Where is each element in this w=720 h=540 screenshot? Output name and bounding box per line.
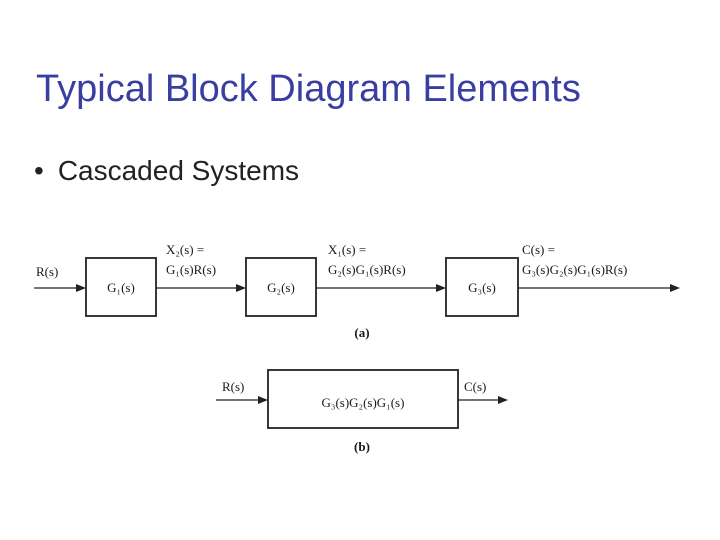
arrowhead-icon (258, 396, 268, 404)
diagram-b-caption: (b) (354, 439, 370, 454)
diagram-a-caption: (a) (354, 325, 369, 340)
arrowhead-icon (498, 396, 508, 404)
diagram-a-signal-3-line2: G₃(s)G₂(s)G₁(s)R(s) (522, 262, 627, 277)
bullet-dot-icon: • (34, 155, 44, 186)
diagram-a-block-2-label: G₂(s) (267, 280, 295, 295)
diagram-a-input-label: R(s) (36, 264, 58, 279)
diagram-a-block-3-label: G₃(s) (468, 280, 496, 295)
diagram-b-input-label: R(s) (222, 379, 244, 394)
diagram-b-output-label: C(s) (464, 379, 486, 394)
arrowhead-icon (76, 284, 86, 292)
diagram-a-signal-1-line2: G₁(s)R(s) (166, 262, 216, 277)
diagram-a-signal-1-line1: X₂(s) = (166, 242, 204, 257)
diagram-a-block-1-label: G₁(s) (107, 280, 135, 295)
diagram-b-block-label: G₃(s)G₂(s)G₁(s) (322, 395, 405, 410)
diagram-a-signal-2-line1: X₁(s) = (328, 242, 366, 257)
diagram-b: R(s) G₃(s)G₂(s)G₁(s) C(s) (b) (216, 369, 508, 454)
bullet-item: • Cascaded Systems (34, 155, 299, 187)
arrowhead-icon (436, 284, 446, 292)
diagram-a-signal-2-line2: G₂(s)G₁(s)R(s) (328, 262, 406, 277)
slide-title: Typical Block Diagram Elements (36, 68, 581, 110)
arrowhead-icon (670, 284, 680, 292)
diagram-a-block-1 (85, 257, 157, 317)
diagram-b-block (267, 369, 459, 429)
bullet-text: Cascaded Systems (57, 155, 300, 186)
diagram-a-signal-3-line1: C(s) = (522, 242, 555, 257)
diagram-a-block-2 (245, 257, 317, 317)
diagram-a-block-3 (445, 257, 519, 317)
arrowhead-icon (236, 284, 246, 292)
diagram-a: R(s) G₁(s) X₂(s) = G₁(s)R(s) G₂(s) X₁(s)… (34, 242, 680, 340)
